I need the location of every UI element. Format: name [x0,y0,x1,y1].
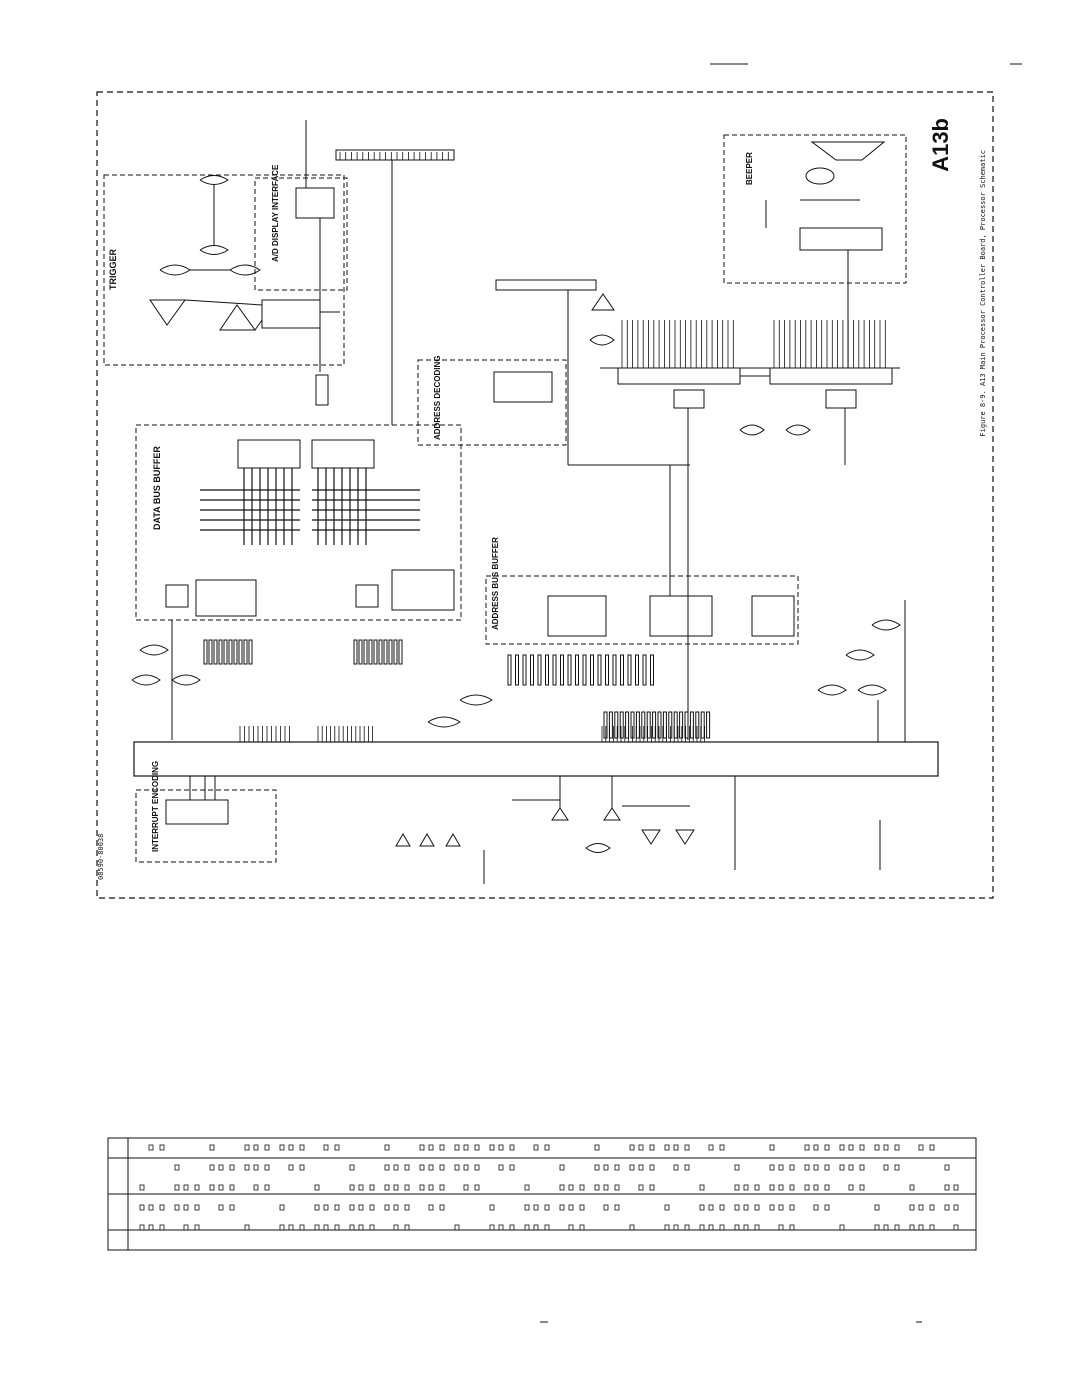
address-resistors [507,654,711,739]
data-bus-buffer-circuit [165,439,455,617]
processor-pins [621,320,886,368]
ad-display-block [254,177,348,291]
address-bus-buffer-label: ADDRESS BUS BUFFER [491,537,500,630]
data-bus-buffer-label: DATA BUS BUFFER [152,446,162,530]
top-connector [335,149,455,161]
interrupt-encoding-block [135,789,277,863]
figure-caption: Figure 8-9. A13 Main Processor Controlle… [979,150,987,437]
processor-bus-bar [133,741,939,777]
beeper-block [723,134,907,284]
beeper-circuit [765,141,886,368]
board-id-group: A13b [928,118,953,172]
data-bus-buffer-block [135,424,462,621]
bottom-table [107,1137,977,1251]
interrupt-encoding-circuit [165,776,229,825]
data-bus-lines [200,468,420,545]
part-number: 08590-80038 [97,834,105,880]
trigger-circuit [149,175,340,331]
caption-group: Figure 8-9. A13 Main Processor Controlle… [979,150,987,437]
address-bus-buffer-block [485,575,799,645]
left-gates [131,620,493,740]
interrupt-encoding-label: INTERRUPT ENCODING [151,761,160,852]
ad-display-circuit [295,120,335,406]
address-bus-buffer-circuit [547,465,795,637]
schematic-frame [96,91,994,899]
ad-display-label: A/D DISPLAY INTERFACE [271,164,280,262]
bus-pins [239,726,705,742]
beeper-label: BEEPER [745,152,754,185]
address-decoding-block [417,359,567,446]
processor-circuit [600,367,900,740]
address-decoding-circuit [493,279,690,466]
bottom-logic [395,776,881,884]
part-number-group: 08590-80038 [97,834,105,880]
trigger-label: TRIGGER [108,248,118,290]
trigger-block [103,174,345,366]
board-id: A13b [928,118,953,172]
right-gates [817,600,906,742]
address-decoding-label: ADDRESS DECODING [433,356,442,440]
resistor-banks [203,639,403,665]
